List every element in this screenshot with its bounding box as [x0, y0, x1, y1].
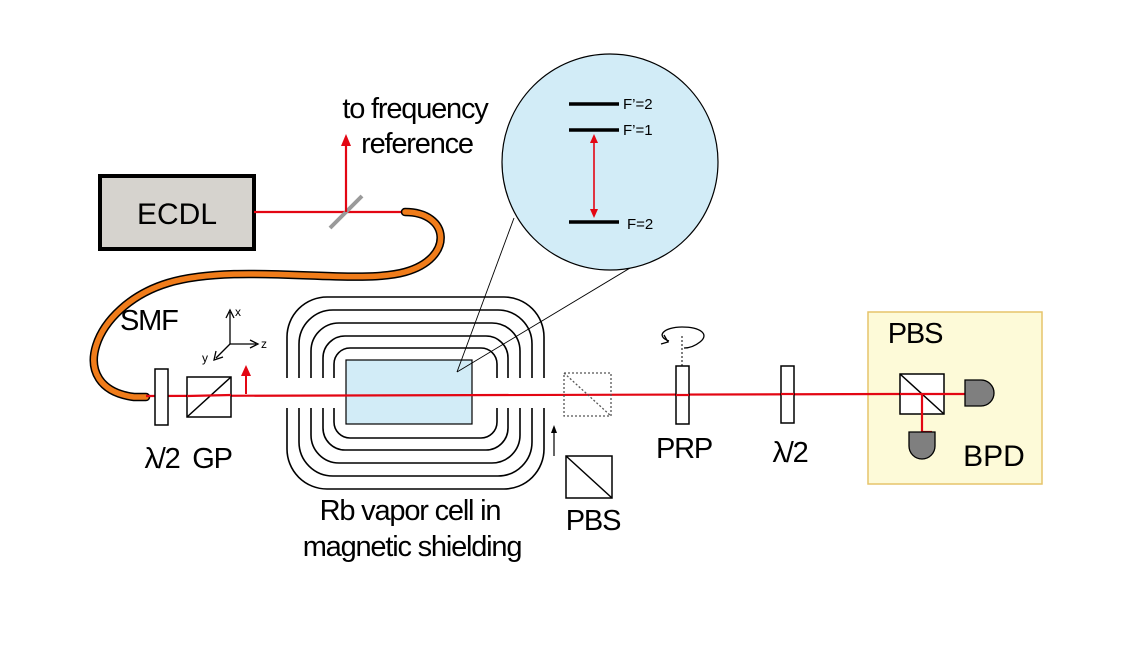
level-f-prime-1-label: F’=1 [623, 122, 653, 139]
coordinate-axes [213, 308, 260, 361]
rotation-arrow-icon [660, 326, 705, 349]
glan-polarizer [186, 376, 232, 418]
photodiode-right [964, 379, 995, 407]
reference-beam [341, 134, 351, 212]
zoom-line-right [456, 249, 661, 373]
rb-vapor-cell [345, 359, 473, 425]
polarization-arrow [241, 365, 251, 394]
pbs-lower-label: PBS [566, 505, 621, 537]
bpd-label: BPD [963, 440, 1025, 473]
prp-label: PRP [656, 433, 712, 465]
axis-x-label: x [235, 305, 241, 319]
pbs-insert-arrow [551, 425, 557, 456]
smf-label: SMF [120, 305, 178, 337]
axis-y-label: y [202, 351, 208, 365]
to-frequency-label: to frequency [342, 93, 489, 125]
level-f-prime-2-label: F’=2 [623, 96, 653, 113]
half-wave-plate-left [154, 368, 169, 426]
half-wave-plate-right-label: λ/2 [772, 437, 807, 469]
zoom-line-left [456, 217, 515, 373]
photodiode-bottom [908, 431, 936, 460]
gp-label: GP [192, 443, 232, 475]
ecdl-laser [98, 174, 256, 251]
axis-z-label: z [261, 337, 267, 351]
rb-cell-label: Rb vapor cell in [320, 495, 501, 527]
detection-pbs-label: PBS [888, 318, 943, 350]
detector-panel [867, 311, 1043, 485]
shielding-label: magnetic shielding [303, 531, 522, 563]
removable-pbs-dotted [563, 372, 612, 417]
transition-arrow [590, 134, 598, 218]
level-f-2-label: F=2 [627, 216, 653, 233]
pbs-lower [565, 455, 613, 499]
laser-beam-main [145, 392, 901, 398]
energy-level-inset [501, 53, 719, 271]
half-wave-plate-left-label: λ/2 [144, 443, 179, 475]
ecdl-label: ECDL [137, 198, 217, 231]
reference-label: reference [361, 128, 473, 160]
